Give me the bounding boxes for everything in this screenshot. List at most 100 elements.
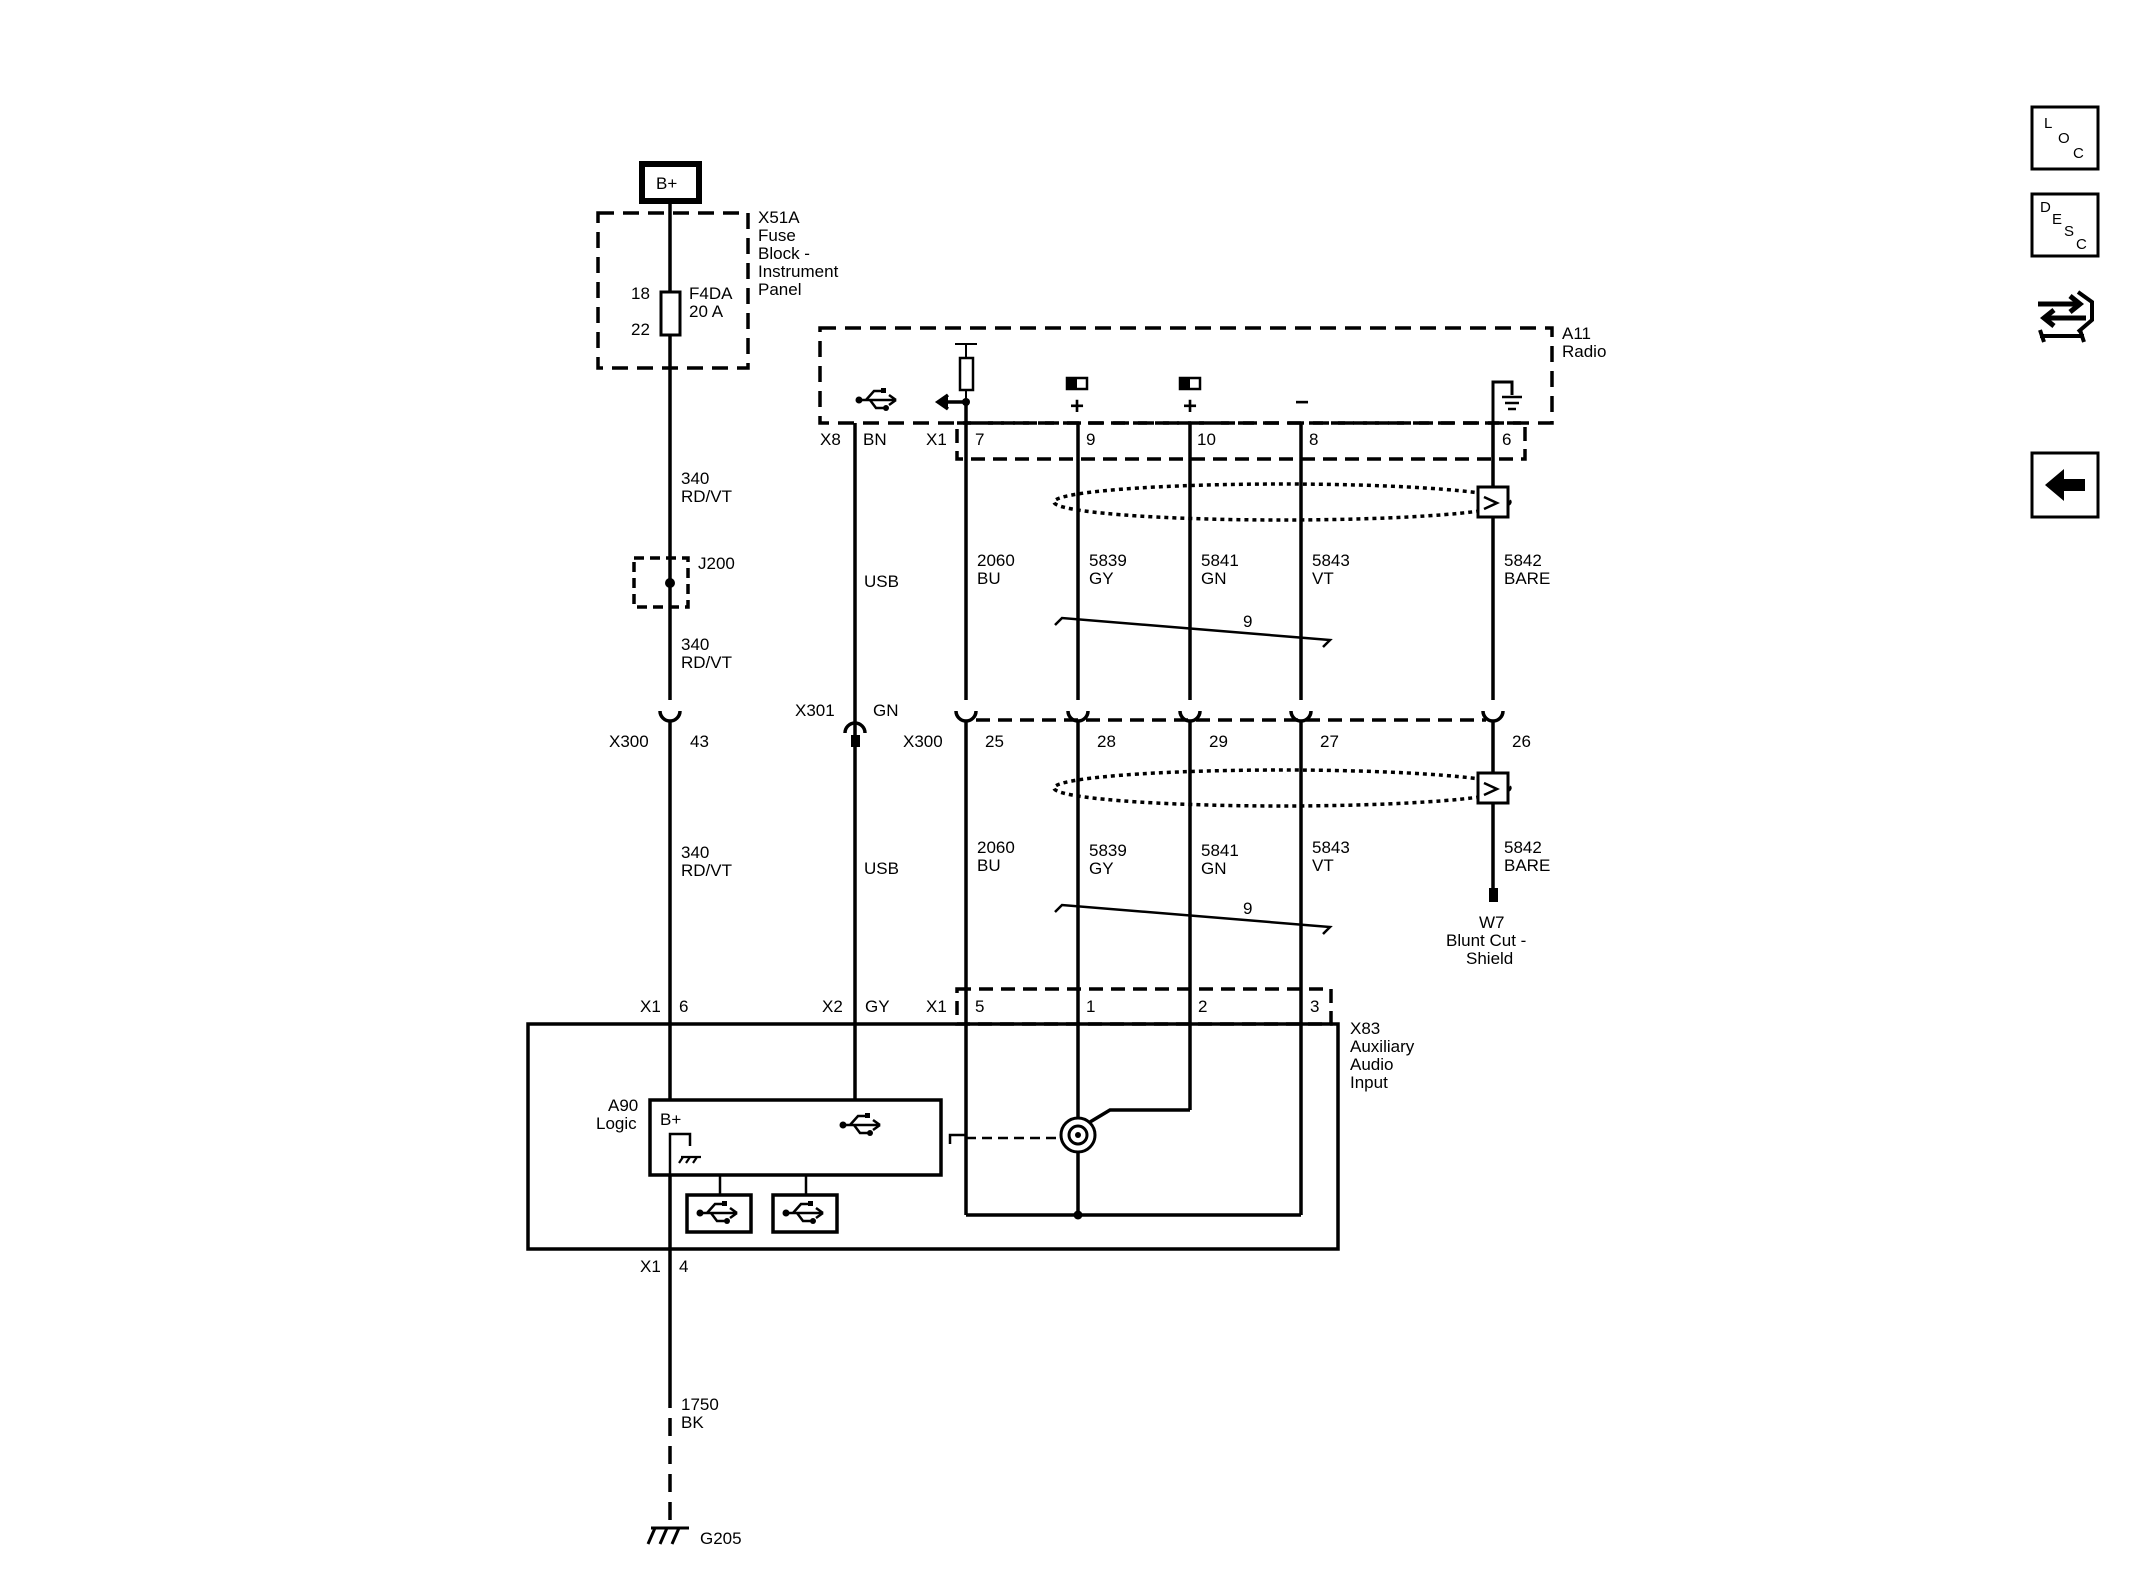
shield-name-2: Shield — [1466, 949, 1513, 968]
inline-terminals — [843, 710, 1505, 747]
aux-x1-label-a: X1 — [640, 997, 661, 1016]
connector-view-button[interactable] — [2030, 278, 2100, 350]
back-arrow-icon — [2045, 469, 2085, 501]
circuit-5842-b-color: BARE — [1504, 856, 1550, 875]
supply-label: B+ — [656, 174, 677, 193]
twist-count-upper: 9 — [1243, 612, 1252, 631]
circuit-5839-b-color: GY — [1089, 859, 1114, 878]
aux-name-1: Auxiliary — [1350, 1037, 1415, 1056]
radio-pin-7: 7 — [975, 430, 984, 449]
aux-pin-2: 2 — [1198, 997, 1207, 1016]
aux-pin-6: 6 — [679, 997, 688, 1016]
blunt-cut-end — [1489, 888, 1498, 902]
circuit-1750-num: 1750 — [681, 1395, 719, 1414]
circuit-5842-b-num: 5842 — [1504, 838, 1542, 857]
circuit-usb-a: USB — [864, 572, 899, 591]
circuit-5843-a-color: VT — [1312, 569, 1334, 588]
back-button[interactable] — [2030, 451, 2100, 519]
aux-x1-label-c: X1 — [640, 1257, 661, 1276]
signal-input-icon-10 — [1178, 376, 1202, 391]
circuit-5839-b-num: 5839 — [1089, 841, 1127, 860]
loc-letter-l: L — [2044, 115, 2052, 132]
circuit-5841-b-num: 5841 — [1201, 841, 1239, 860]
radio-id: A11 — [1562, 324, 1591, 343]
jack-common-node — [1073, 1210, 1083, 1220]
fuse-symbol — [659, 290, 682, 337]
aux-x1-label-b: X1 — [926, 997, 947, 1016]
circuit-5839-a-num: 5839 — [1089, 551, 1127, 570]
circuit-5841-a-num: 5841 — [1201, 551, 1239, 570]
radio-name: Radio — [1562, 342, 1606, 361]
radio-x8-color: BN — [863, 430, 887, 449]
battery-supply: B+ — [639, 161, 702, 204]
x300-pin-43: 43 — [690, 732, 709, 751]
shield-name-1: Blunt Cut - — [1446, 931, 1526, 950]
wire-5841-jack — [1089, 1108, 1190, 1124]
signal-plus-10: + — [1183, 393, 1197, 420]
usb-icon — [855, 388, 897, 411]
twist-marker-lower — [1054, 903, 1333, 935]
x300-pin-27: 27 — [1320, 732, 1339, 751]
fuse-name: F4DA — [689, 284, 733, 303]
radio-pin-10: 10 — [1197, 430, 1216, 449]
circuit-1750-color: BK — [681, 1413, 704, 1432]
audio-jack-icon — [1059, 1116, 1097, 1154]
circuit-5843-b-num: 5843 — [1312, 838, 1350, 857]
fuse-block-name-1: Fuse — [758, 226, 796, 245]
aux-id: X83 — [1350, 1019, 1380, 1038]
shield-ellipse-upper — [1052, 482, 1512, 522]
desc-letter-c: C — [2076, 236, 2087, 253]
aux-input-outline — [526, 1022, 1340, 1251]
logic-name: Logic — [596, 1114, 637, 1133]
twist-count-lower: 9 — [1243, 899, 1252, 918]
logic-module-box — [648, 1098, 943, 1177]
x300-left-label: X300 — [609, 732, 649, 751]
connector-wrench-icon — [2038, 290, 2094, 343]
radio-x1-label: X1 — [926, 430, 947, 449]
aux-pin-4: 4 — [679, 1257, 688, 1276]
aux-pin-3: 3 — [1310, 997, 1319, 1016]
x301-label: X301 — [795, 701, 835, 720]
desc-button[interactable]: D E S C — [2030, 192, 2100, 258]
circuit-5842-a-num: 5842 — [1504, 551, 1542, 570]
loc-button[interactable]: L O C — [2030, 105, 2100, 171]
radio-outline — [818, 326, 1554, 425]
shield-id: W7 — [1479, 913, 1505, 932]
aux-x2-label: X2 — [822, 997, 843, 1016]
circuit-5841-b-color: GN — [1201, 859, 1227, 878]
circuit-5841-a-color: GN — [1201, 569, 1227, 588]
fuse-block-id: X51A — [758, 208, 800, 227]
usb-port-1-icon — [696, 1201, 738, 1224]
fuse-rating: 20 A — [689, 302, 724, 321]
x300-mid-label: X300 — [903, 732, 943, 751]
loc-letter-o: O — [2058, 130, 2070, 147]
splice-j200-label: J200 — [698, 554, 735, 573]
circuit-2060-a-color: BU — [977, 569, 1001, 588]
pull-up-resistor-icon — [934, 343, 977, 411]
circuit-5839-a-color: GY — [1089, 569, 1114, 588]
circuit-340-b-color: RD/VT — [681, 653, 732, 672]
splice-j200-dot — [665, 578, 675, 588]
radio-x1-connector-outline — [955, 421, 1527, 461]
twist-marker-upper — [1054, 616, 1333, 648]
ground-g205-icon — [646, 1526, 689, 1545]
x300-pin-28: 28 — [1097, 732, 1116, 751]
desc-letter-e: E — [2052, 211, 2062, 228]
circuit-340-c-num: 340 — [681, 843, 709, 862]
circuit-5843-a-num: 5843 — [1312, 551, 1350, 570]
x300-pin-26: 26 — [1512, 732, 1531, 751]
usb-port-2-icon — [782, 1201, 824, 1224]
circuit-340-a-num: 340 — [681, 469, 709, 488]
circuit-2060-a-num: 2060 — [977, 551, 1015, 570]
logic-usb-icon — [839, 1113, 881, 1136]
fuse-block-name-4: Panel — [758, 280, 801, 299]
logic-bplus: B+ — [660, 1110, 681, 1129]
circuit-5842-a-color: BARE — [1504, 569, 1550, 588]
splice-j200-outline — [632, 556, 690, 609]
chassis-ground-icon — [1491, 380, 1522, 423]
circuit-2060-b-num: 2060 — [977, 838, 1015, 857]
circuit-5843-b-color: VT — [1312, 856, 1334, 875]
ground-g205-label: G205 — [700, 1529, 742, 1548]
circuit-usb-b: USB — [864, 859, 899, 878]
